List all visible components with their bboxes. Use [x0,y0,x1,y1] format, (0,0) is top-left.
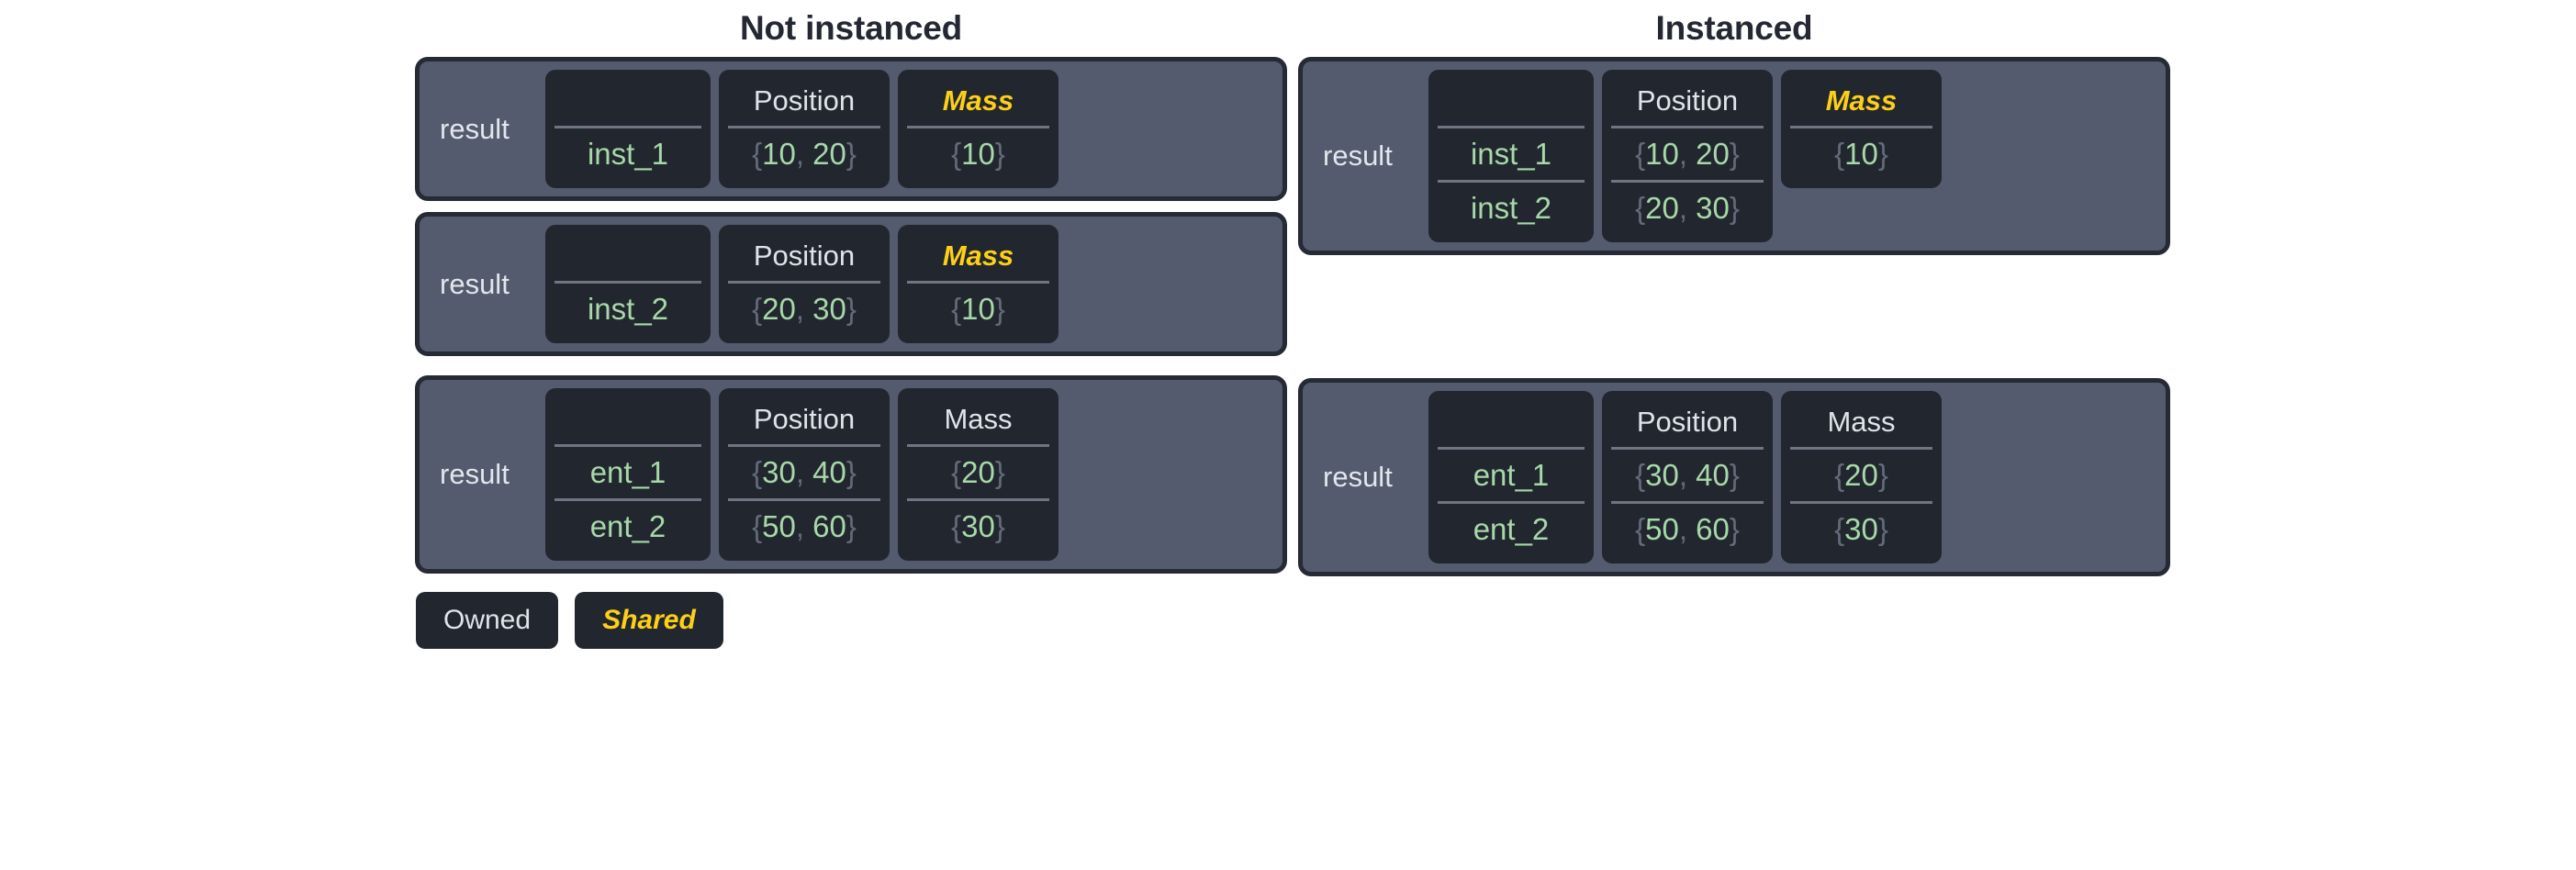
legend: Owned Shared [415,592,1287,649]
cell-mass-value: {30} [907,498,1049,552]
column-position: Position {20, 30} [719,225,890,343]
column-position: Position {10, 20} [719,70,890,188]
card-label: result [1323,139,1393,172]
column-header-position: Position [753,403,856,435]
column-header-mass: Mass [944,403,1013,435]
cell-position-value: {10, 20} [1611,126,1764,180]
cell-mass-value: {30} [1790,501,1932,555]
column-header-mass: Mass [1827,406,1896,438]
card-label: result [440,458,510,490]
column-position: Position {30, 40} {50, 60} [1602,391,1773,563]
card-label: result [440,112,510,145]
cell-entity-name: ent_2 [554,498,701,552]
cell-entity-name: inst_2 [1438,180,1585,234]
card-columns: inst_1 Position {10, 20} Mass {10} [545,70,1274,188]
column-position: Position {30, 40} {50, 60} [719,388,890,561]
column-name: inst_1 [545,70,711,188]
column-header-name [554,395,701,444]
pane-title-not-instanced: Not instanced [739,9,963,47]
cell-position-value: {30, 40} [1611,447,1764,501]
column-name: inst_2 [545,225,711,343]
result-card: result inst_1 Position {10, 20} Mass {10… [415,57,1287,201]
legend-chip-shared: Shared [575,592,723,649]
pane-not-instanced: Not instanced result inst_1 Position {10… [0,0,1294,649]
cell-position-value: {10, 20} [728,126,880,180]
column-header-position: Position [1636,84,1739,117]
cell-entity-name: inst_2 [554,281,701,335]
cell-position-value: {50, 60} [728,498,880,552]
result-card: result inst_2 Position {20, 30} Mass {10… [415,212,1287,356]
pane-gap [1298,266,2569,378]
column-header-name [554,76,701,126]
column-header-name [554,231,701,281]
cell-entity-name: inst_1 [1438,126,1585,180]
column-position: Position {10, 20} {20, 30} [1602,70,1773,242]
cell-mass-value: {10} [907,126,1049,180]
column-name: ent_1 ent_2 [545,388,711,561]
card-label: result [440,267,510,300]
cell-mass-value: {10} [907,281,1049,335]
column-mass: Mass {20} {30} [1781,391,1942,563]
pane-title-instanced: Instanced [1655,9,1813,47]
cell-entity-name: ent_1 [554,444,701,498]
cell-entity-name: inst_1 [554,126,701,180]
column-header-name [1438,397,1585,447]
column-mass: Mass {10} [898,225,1058,343]
cell-position-value: {30, 40} [728,444,880,498]
column-header-mass: Mass [942,240,1014,272]
card-columns: ent_1 ent_2 Position {30, 40} {50, 60} M… [545,388,1274,561]
cell-position-value: {50, 60} [1611,501,1764,555]
column-header-mass: Mass [1825,84,1898,117]
column-header-position: Position [753,84,856,117]
result-card: result ent_1 ent_2 Position {30, 40} {50… [1298,378,2170,576]
column-mass-shared: Mass {10} [1781,70,1942,188]
cell-position-value: {20, 30} [1611,180,1764,234]
column-header-name [1438,76,1585,126]
legend-chip-owned: Owned [416,592,559,649]
pane-instanced: Instanced result inst_1 inst_2 Position … [1294,0,2576,587]
card-columns: ent_1 ent_2 Position {30, 40} {50, 60} M… [1428,391,2157,563]
column-header-mass: Mass [942,84,1014,117]
card-label: result [1323,461,1393,493]
column-mass: Mass {20} {30} [898,388,1058,561]
result-card: result inst_1 inst_2 Position {10, 20} {… [1298,57,2170,255]
cell-mass-value: {10} [1790,126,1932,180]
column-header-position: Position [753,240,856,272]
card-columns: inst_2 Position {20, 30} Mass {10} [545,225,1274,343]
card-columns: inst_1 inst_2 Position {10, 20} {20, 30}… [1428,70,2157,242]
column-mass: Mass {10} [898,70,1058,188]
column-name: inst_1 inst_2 [1428,70,1594,242]
result-card: result ent_1 ent_2 Position {30, 40} {50… [415,375,1287,574]
column-name: ent_1 ent_2 [1428,391,1594,563]
cell-entity-name: ent_2 [1438,501,1585,555]
cell-position-value: {20, 30} [728,281,880,335]
cell-mass-value: {20} [1790,447,1932,501]
cell-mass-value: {20} [907,444,1049,498]
cell-entity-name: ent_1 [1438,447,1585,501]
column-header-position: Position [1636,406,1739,438]
